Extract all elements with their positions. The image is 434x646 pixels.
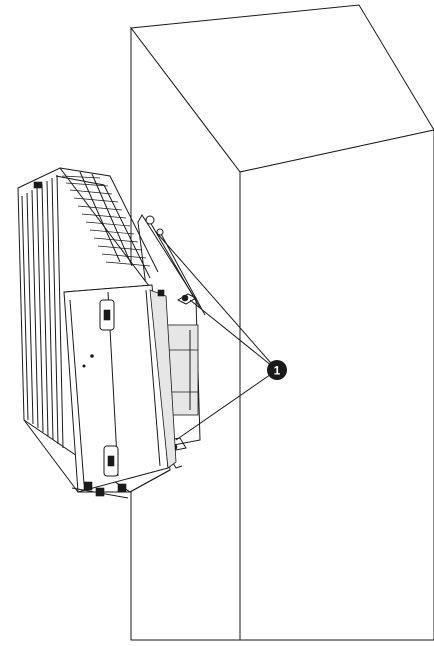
handles <box>99 299 119 477</box>
leader-line-upper-right <box>189 299 278 371</box>
callout-marker <box>267 360 287 380</box>
radio-unit <box>17 167 177 499</box>
cooling-fins <box>21 174 151 449</box>
callout-number: 1 <box>274 364 281 378</box>
leader-line-lower <box>175 369 278 441</box>
callout: 1 <box>155 231 287 441</box>
wall-front-face <box>239 129 434 641</box>
leader-line-upper-left <box>155 231 278 371</box>
